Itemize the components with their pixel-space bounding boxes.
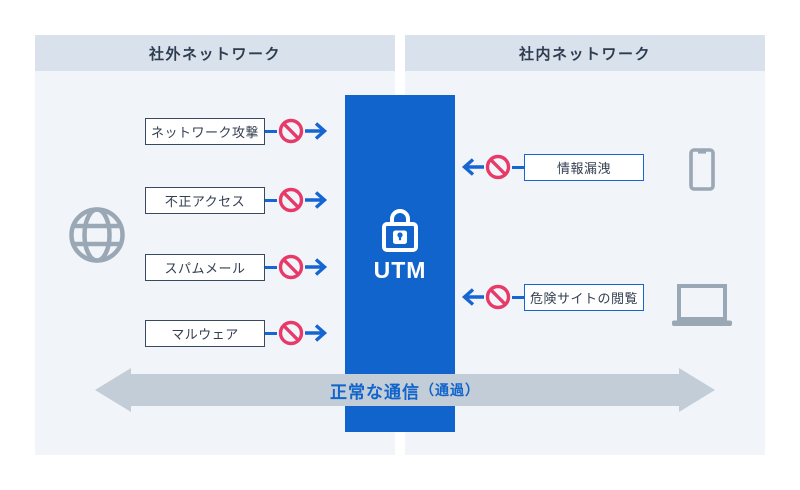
arrow-left-icon: [461, 288, 484, 306]
no-entry-icon: [278, 254, 304, 280]
smartphone-icon: [689, 148, 715, 191]
arrow-right-icon: [305, 122, 328, 140]
threat-label-box: 情報漏洩: [524, 153, 644, 181]
threat-label: 情報漏洩: [556, 160, 611, 176]
no-entry-icon: [278, 320, 304, 346]
arrow-right-icon: [305, 191, 328, 209]
threat-row-dangerous-site: 危険サイトの閲覧: [458, 283, 644, 311]
threat-row-spam-mail: スパムメール: [145, 253, 331, 281]
pass-through-arrow: [95, 368, 715, 412]
external-network-header: 社外ネットワーク: [35, 35, 395, 71]
no-entry-icon: [485, 154, 511, 180]
connector-line: [512, 295, 524, 299]
pass-through-label-sub: （通過）: [420, 382, 480, 398]
threat-label: スパムメール: [164, 260, 246, 276]
threat-label-box: 危険サイトの閲覧: [524, 283, 644, 311]
connector-line: [265, 331, 277, 335]
threat-row-network-attack: ネットワーク攻撃: [145, 117, 331, 145]
threat-label-box: スパムメール: [145, 253, 265, 281]
arrow-right-icon: [305, 324, 328, 342]
connector-line: [265, 265, 277, 269]
arrow-right-icon: [305, 258, 328, 276]
threat-label: マルウェア: [171, 326, 239, 342]
no-entry-icon: [278, 187, 304, 213]
internal-network-header: 社内ネットワーク: [405, 35, 765, 71]
threat-label-box: 不正アクセス: [145, 186, 265, 214]
threat-label-box: マルウェア: [145, 319, 265, 347]
no-entry-icon: [485, 284, 511, 310]
threat-row-malware: マルウェア: [145, 319, 331, 347]
arrow-left-icon: [461, 158, 484, 176]
threat-row-information-leak: 情報漏洩: [458, 153, 644, 181]
no-entry-icon: [278, 118, 304, 144]
laptop-icon: [672, 284, 732, 326]
pass-through-label-main: 正常な通信: [330, 382, 420, 402]
pass-through-label: 正常な通信 （通過）: [95, 368, 715, 412]
lock-icon: [382, 209, 418, 252]
connector-line: [265, 198, 277, 202]
threat-label: 危険サイトの閲覧: [529, 290, 638, 306]
utm-label: UTM: [373, 257, 427, 283]
threat-label-box: ネットワーク攻撃: [145, 117, 265, 145]
connector-line: [265, 129, 277, 133]
threat-label: ネットワーク攻撃: [150, 124, 259, 140]
threat-row-unauthorized-access: 不正アクセス: [145, 186, 331, 214]
globe-icon: [69, 207, 125, 263]
threat-label: 不正アクセス: [164, 193, 246, 209]
connector-line: [512, 165, 524, 169]
